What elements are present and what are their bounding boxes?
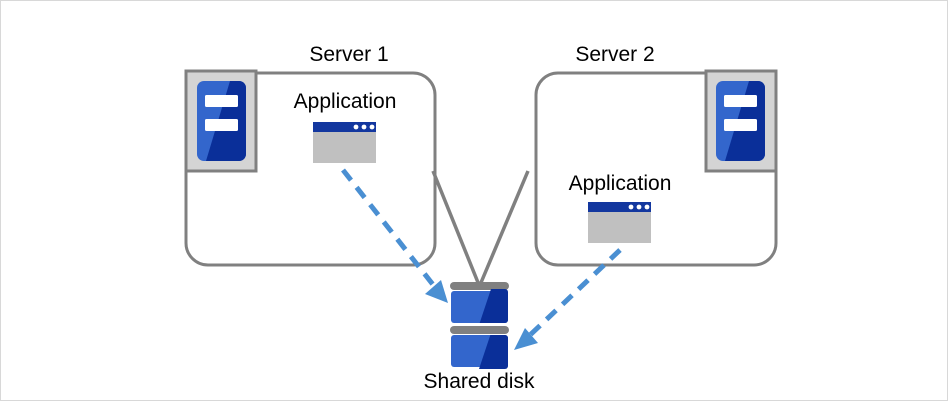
connector-lines bbox=[431, 170, 530, 286]
server-icon-bar-top bbox=[205, 95, 238, 107]
shared-disk-icon bbox=[450, 282, 509, 369]
disk-separator-top bbox=[450, 282, 509, 290]
disk-separator-middle bbox=[450, 326, 509, 334]
arrow-server-2-app-to-disk bbox=[514, 248, 622, 350]
connector-server-1-to-disk bbox=[431, 170, 481, 286]
server-2-application-window-icon bbox=[588, 202, 651, 243]
server-1-application-label: Application bbox=[293, 90, 397, 113]
server-1-application-window-icon bbox=[313, 122, 376, 163]
connector-server-2-to-disk bbox=[478, 170, 530, 286]
shared-disk-label: Shared disk bbox=[423, 370, 535, 393]
server-icon-bar-top bbox=[724, 95, 757, 107]
server-1-title: Server 1 bbox=[309, 43, 389, 66]
server-icon-bar-bottom bbox=[205, 119, 238, 131]
server-2-server-icon bbox=[704, 69, 778, 173]
server-icon-bar-bottom bbox=[724, 119, 757, 131]
arrow-server-1-app-to-disk bbox=[341, 168, 448, 303]
server-2-application-label: Application bbox=[568, 172, 672, 195]
server-1-server-icon bbox=[184, 69, 258, 173]
server-2-title: Server 2 bbox=[575, 43, 655, 66]
